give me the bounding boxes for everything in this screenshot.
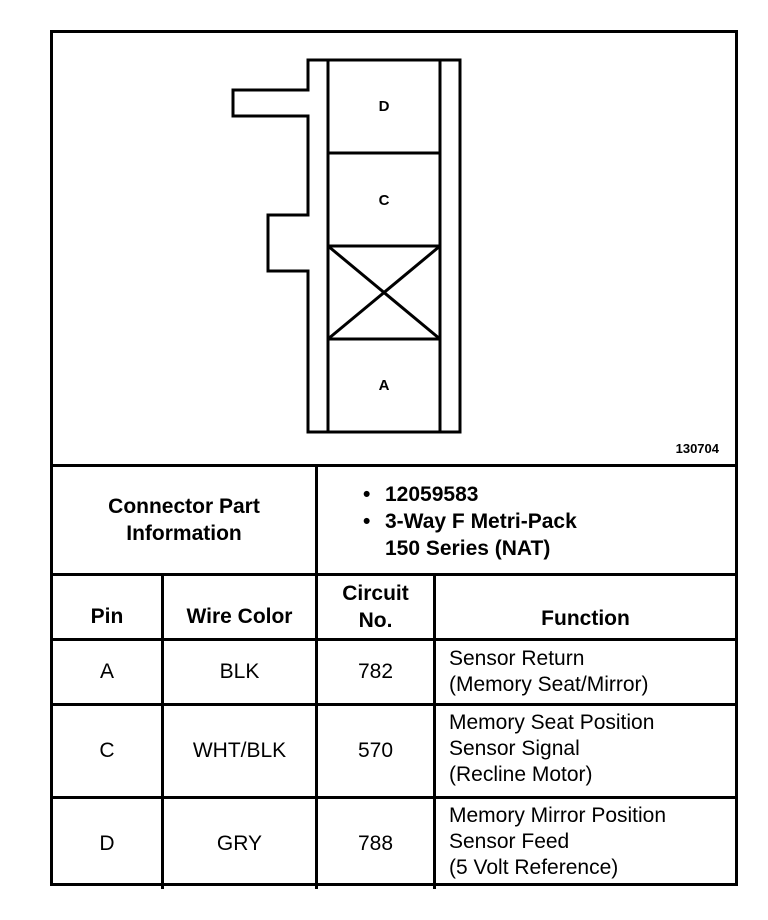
connector-face-drawing xyxy=(231,58,462,434)
connector-housing-outline xyxy=(231,58,462,434)
connector-type: 3-Way F Metri-Pack xyxy=(363,508,577,535)
function-line: Sensor Return xyxy=(449,647,585,670)
row-c-circuit: 570 xyxy=(357,739,394,762)
divider xyxy=(53,464,735,467)
function-line: Memory Mirror Position xyxy=(449,804,667,827)
row-c-pin: C xyxy=(99,739,115,762)
cavity-label-d: D xyxy=(378,97,390,115)
divider xyxy=(53,573,735,576)
row-d-function: Memory Mirror Position Sensor Feed (5 Vo… xyxy=(449,803,666,881)
header-wire-color: Wire Color xyxy=(186,605,293,628)
row-a-function: Sensor Return (Memory Seat/Mirror) xyxy=(449,646,649,698)
row-d-pin: D xyxy=(99,832,115,855)
header-circuit-no: Circuit No. xyxy=(318,576,433,638)
header-pin: Pin xyxy=(90,605,124,628)
function-line: Memory Seat Position xyxy=(449,711,655,734)
function-line: (Memory Seat/Mirror) xyxy=(449,673,649,696)
function-line: Sensor Feed xyxy=(449,830,570,853)
part-number: 12059583 xyxy=(363,481,577,508)
row-a-circuit: 782 xyxy=(357,660,394,683)
divider xyxy=(53,638,735,641)
row-c-function: Memory Seat Position Sensor Signal (Recl… xyxy=(449,710,654,788)
divider xyxy=(53,796,735,799)
divider xyxy=(53,703,735,706)
connector-info-label: Connector Part Information xyxy=(53,467,315,573)
row-c-wire-color: WHT/BLK xyxy=(192,739,287,762)
figure-number: 130704 xyxy=(675,441,719,456)
header-circuit-line2: No. xyxy=(358,609,393,632)
cavity-label-c: C xyxy=(378,191,390,209)
function-line: Sensor Signal xyxy=(449,737,580,760)
divider xyxy=(161,573,164,889)
header-function: Function xyxy=(541,607,630,630)
row-d-wire-color: GRY xyxy=(216,832,263,855)
row-a-pin: A xyxy=(99,660,114,683)
function-line: (5 Volt Reference) xyxy=(449,856,619,879)
row-d-circuit: 788 xyxy=(357,832,394,855)
header-circuit-line1: Circuit xyxy=(342,582,409,605)
connector-chart: D C A 130704 Connector Part Information … xyxy=(50,30,738,889)
connector-info-label-line1: Connector Part xyxy=(108,495,260,518)
cavity-label-a: A xyxy=(378,376,390,394)
divider xyxy=(433,573,436,889)
function-line: (Recline Motor) xyxy=(449,763,593,786)
connector-series: 150 Series (NAT) xyxy=(385,537,551,560)
connector-info-values: 12059583 3-Way F Metri-Pack 150 Series (… xyxy=(363,481,577,562)
divider xyxy=(315,464,318,889)
connector-diagram: D C A 130704 xyxy=(53,33,735,465)
connector-info-label-line2: Information xyxy=(126,522,242,545)
row-a-wire-color: BLK xyxy=(219,660,260,683)
